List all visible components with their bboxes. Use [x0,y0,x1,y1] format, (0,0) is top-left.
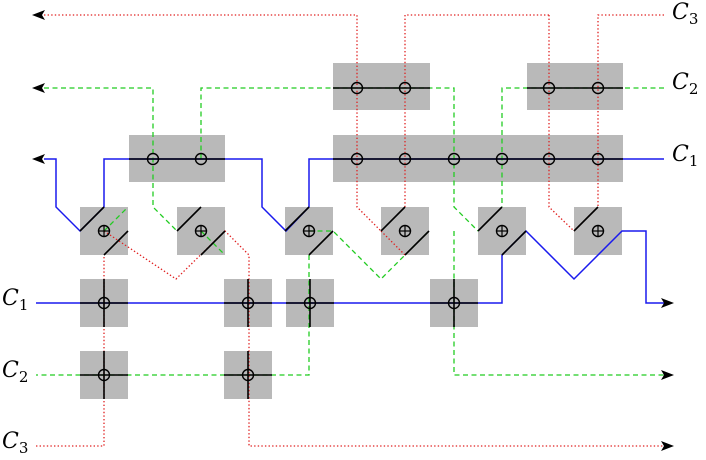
swap-diag-3a [284,206,310,232]
xor-icon [495,224,509,238]
label-right-c3: C3 [672,0,699,28]
arrow-right-icon [661,298,674,308]
label-right-c2: C2 [672,70,699,98]
c2-lower-out [453,231,664,376]
xor-icon [97,224,111,238]
swap-diag-2a [176,206,202,232]
node-circle [97,368,111,382]
swap-gates [79,206,599,256]
xor-icon [194,224,208,238]
node-circle [146,152,160,166]
node-circle [303,296,317,310]
swap-diag-1a [79,206,105,232]
tile-top-c3-left [333,63,430,110]
c3-top-bus [44,14,382,232]
node-circle [350,152,364,166]
arrow-right-icon [661,370,674,380]
swap-diag-3b [308,230,334,256]
node-circle [447,152,461,166]
xor-icon [398,224,412,238]
node-circle [542,81,556,95]
swap-diag-5a [477,206,503,232]
node-circle [398,152,412,166]
label-left-c3: C3 [2,429,29,457]
node-circle [542,152,556,166]
c2-wires [36,87,664,376]
arrow-right-icon [661,441,674,451]
c3-vertical-2 [573,14,664,232]
control-nodes [97,81,605,382]
node-circle [97,296,111,310]
c1-low-bus [36,229,664,304]
gate-tiles [80,63,623,399]
xor-icon [591,224,605,238]
tile-top-c2-right [527,63,623,110]
xor-icon [302,224,316,238]
arrow-left-icon [32,83,45,93]
node-circle [241,368,255,382]
label-left-c2: C2 [2,358,29,386]
swap-diag-5b [501,230,527,256]
node-circle [350,81,364,95]
node-circle [495,152,509,166]
c3-low-zigzag [103,230,664,447]
c2-mid-zigzag [200,230,430,280]
arrowheads [32,10,674,451]
swap-diag-1b [103,230,129,256]
label-right-c1: C1 [672,142,699,170]
xor-symbols [97,224,605,238]
label-left-c1: C1 [2,286,29,314]
swap-diag-4b [404,230,430,256]
node-circle [194,152,208,166]
arrow-left-icon [32,10,45,20]
swap-diag-4a [380,206,406,232]
swap-diag-6a [573,206,599,232]
node-circle [591,152,605,166]
control-buses [80,87,623,399]
c2-c1-link [36,255,310,376]
c2-swap-1 [103,206,129,232]
arrow-left-icon [32,154,45,164]
swap-diag-2b [200,230,226,256]
node-circle [447,296,461,310]
node-circle [398,81,412,95]
node-circle [241,296,255,310]
node-circle [591,81,605,95]
c3-vertical-5 [548,15,575,232]
